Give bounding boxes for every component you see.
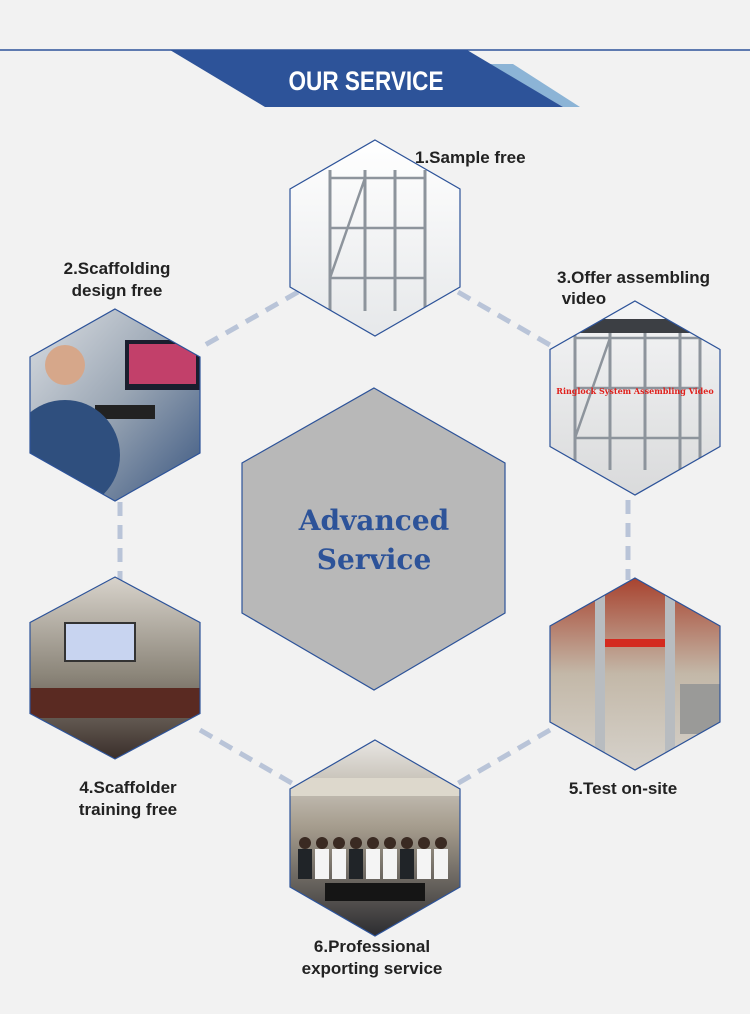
- service-photo-2: [30, 309, 200, 501]
- service-photo-5: [550, 578, 720, 770]
- video-overlay-title: Ringlock System Assembling Video: [556, 386, 714, 396]
- photo-hex-border: [289, 739, 461, 937]
- banner-title: OUR SERVICE: [289, 66, 444, 96]
- service-photo-6: [290, 740, 460, 936]
- service-label-6-line1: 6.Professional: [314, 937, 430, 956]
- photo-hex-border: [549, 300, 721, 496]
- service-label-4-line2: training free: [79, 800, 177, 819]
- connector-4-6: [198, 727, 297, 788]
- photo-hex-border: [29, 576, 201, 760]
- service-label-6-line2: exporting service: [302, 959, 443, 978]
- photo-hex-border: [549, 577, 721, 771]
- service-photo-4: [30, 577, 200, 759]
- connector-1-3: [456, 289, 552, 348]
- service-photo-1: [290, 140, 460, 336]
- connector-1-2: [203, 289, 300, 348]
- banner-ribbon: [170, 50, 563, 107]
- banner-accent-stripe: [490, 64, 580, 107]
- service-label-1: 1.Sample free: [415, 148, 526, 167]
- photo-hex-border: [289, 139, 461, 337]
- service-label-2-line1: 2.Scaffolding: [64, 259, 171, 278]
- center-hexagon: [241, 387, 506, 691]
- service-label-3-line2: video: [557, 289, 606, 308]
- connector-5-6: [453, 727, 552, 788]
- service-label-5: 5.Test on-site: [569, 779, 677, 798]
- service-label-4-line1: 4.Scaffolder: [79, 778, 177, 797]
- center-title-line1: Advanced: [298, 504, 450, 537]
- service-label-3-line1: 3.Offer assembling: [557, 268, 710, 287]
- service-photo-3: Ringlock System Assembling Video: [550, 301, 720, 495]
- center-title-line2: Service: [317, 543, 432, 576]
- service-label-2-line2: design free: [72, 281, 163, 300]
- connectors: [117, 289, 631, 788]
- photo-hex-border: [29, 308, 201, 502]
